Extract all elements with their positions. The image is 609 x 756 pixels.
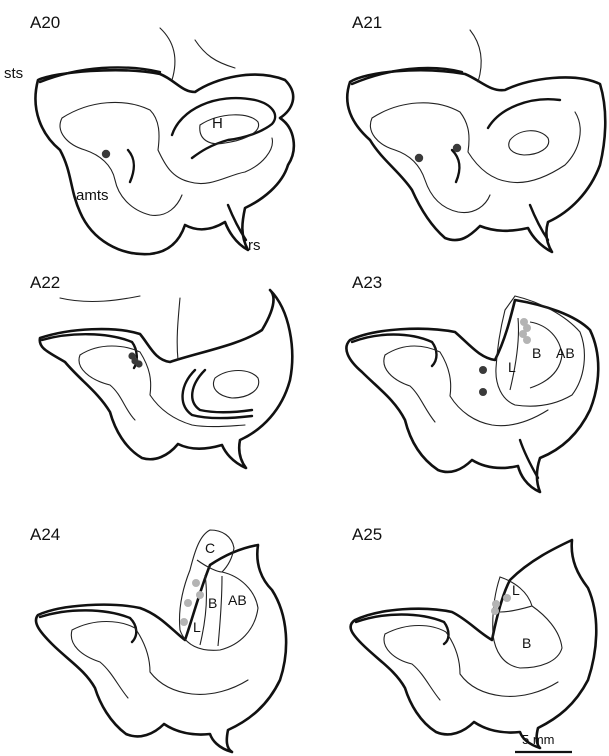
a21-hippocampal-sulcus — [488, 99, 560, 128]
a20-hippocampal-sulcus — [172, 98, 275, 158]
a21-amts-sulcus — [452, 150, 459, 182]
a24-label-c: C — [205, 540, 215, 556]
a25-amygdala-outline — [493, 577, 562, 668]
a21-hippocampus-inner — [509, 131, 549, 155]
a25-label-l: L — [512, 582, 520, 598]
a21-outer-contour — [347, 70, 605, 252]
a20-label-amts: amts — [76, 187, 109, 204]
panel-a20: A20 sts amts rs H — [4, 13, 294, 254]
a25-nucleus-boundary-l-b — [500, 606, 532, 612]
a22-hippocampal-sulcus-2 — [192, 370, 252, 412]
a21-lateral-sulcus-line — [470, 30, 481, 82]
a25-outer-contour — [351, 540, 597, 748]
a23-recording-site-dark-2 — [479, 388, 487, 396]
a24-inner-contour — [71, 622, 248, 699]
panel-a23: A23 L B AB — [346, 273, 598, 492]
panel-label-a22: A22 — [30, 273, 60, 292]
panel-a22: A22 — [30, 273, 292, 468]
a23-nucleus-boundary-l-b — [510, 318, 519, 390]
a20-amts-sulcus — [128, 150, 134, 182]
a24-recording-site-2 — [196, 591, 204, 599]
a24-nucleus-boundary-b-ab — [218, 576, 222, 646]
a25-label-b: B — [522, 635, 531, 651]
a24-sts-sulcus — [40, 610, 136, 642]
a24-outer-contour — [36, 545, 286, 752]
a23-rs-sulcus — [520, 440, 538, 478]
a25-recording-site-1 — [492, 600, 500, 608]
panel-label-a20: A20 — [30, 13, 60, 32]
a21-inner-contour — [370, 103, 580, 213]
a24-label-b: B — [208, 595, 217, 611]
a24-recording-site-3 — [184, 599, 192, 607]
panel-a25: A25 L B — [351, 525, 597, 748]
a23-label-l: L — [508, 359, 516, 375]
scale-bar-label: 5 mm — [522, 732, 555, 747]
a23-label-b: B — [532, 345, 541, 361]
a20-label-sts: sts — [4, 65, 23, 82]
a20-lateral-sulcus-line — [160, 28, 235, 80]
a21-recording-site-1 — [415, 154, 423, 162]
scale-bar: 5 mm — [515, 732, 572, 752]
a25-inner-contour — [384, 626, 558, 701]
a24-label-ab: AB — [228, 592, 247, 608]
a25-recording-site-2 — [503, 594, 511, 602]
a22-outer-contour — [40, 290, 292, 468]
a25-recording-site-3 — [491, 607, 499, 615]
a25-sts-sulcus — [356, 615, 449, 645]
panel-label-a25: A25 — [352, 525, 382, 544]
a22-sts-sulcus — [42, 334, 137, 368]
a20-label-rs: rs — [248, 237, 261, 254]
a22-recording-site-3 — [135, 360, 142, 367]
a20-recording-site — [102, 150, 110, 158]
panel-label-a24: A24 — [30, 525, 60, 544]
a24-label-l: L — [193, 619, 201, 635]
a22-lateral-sulcus-line — [60, 296, 180, 360]
panel-label-a21: A21 — [352, 13, 382, 32]
a23-recording-site-light-4 — [523, 336, 531, 344]
a23-outer-contour — [346, 300, 598, 492]
panel-a21: A21 — [347, 13, 605, 252]
panel-label-a23: A23 — [352, 273, 382, 292]
a23-inner-contour — [384, 346, 548, 426]
a23-recording-site-dark-1 — [479, 366, 487, 374]
a21-recording-site-2 — [453, 144, 461, 152]
a23-label-ab: AB — [556, 345, 575, 361]
panel-a24: A24 C L B AB — [30, 525, 286, 752]
a24-recording-site-1 — [192, 579, 200, 587]
a20-label-h: H — [212, 115, 223, 132]
a22-hippocampus-inner — [214, 371, 259, 399]
a24-recording-site-4 — [180, 618, 188, 626]
